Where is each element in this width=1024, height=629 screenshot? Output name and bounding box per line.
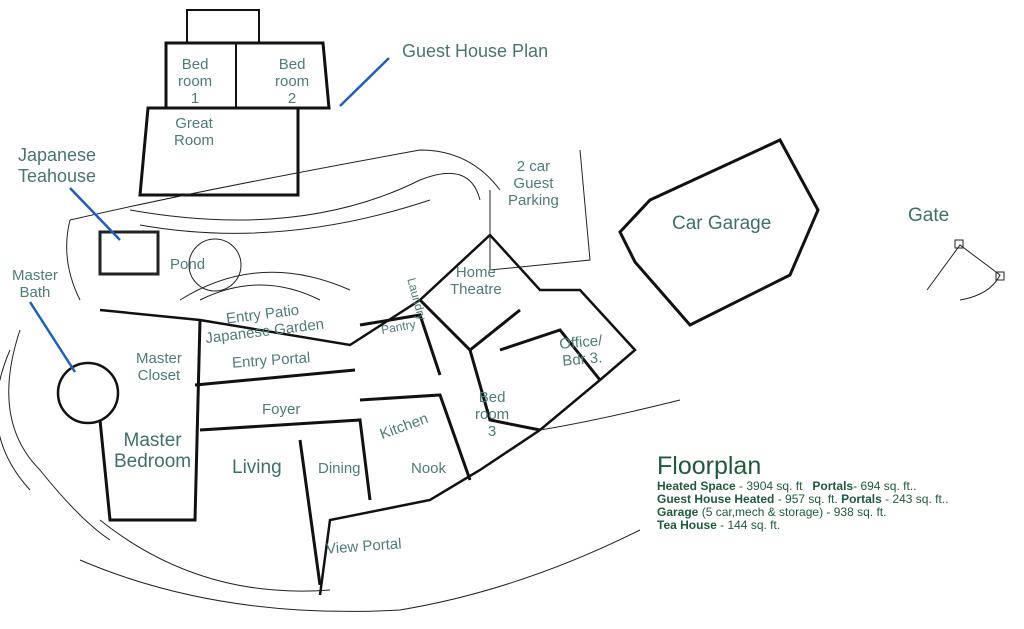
label-line: Bed <box>278 56 306 73</box>
label-line: Master <box>123 430 182 451</box>
legend-key: Guest House Heated <box>657 492 775 506</box>
label-line: Japanese <box>18 145 97 165</box>
label-line: room <box>275 73 310 90</box>
label-line: 2 <box>287 90 297 107</box>
legend-value: - 3904 sq. ft <box>735 479 803 493</box>
label-line: Master <box>136 350 182 367</box>
label-line: 2 car <box>516 158 551 175</box>
living-label: Living <box>232 457 282 478</box>
foyer-label: Foyer <box>262 401 301 418</box>
legend-value: - 957 sq. ft. <box>774 492 842 506</box>
label-line: Bedroom <box>114 451 192 472</box>
label-line: Bdr 3. <box>561 349 603 370</box>
label-line: 3 <box>487 423 497 440</box>
callout-lines <box>28 57 390 373</box>
legend-value: - 144 sq. ft. <box>716 518 781 532</box>
label-line: Bath <box>19 284 51 301</box>
landscape-lines <box>0 149 1005 612</box>
label-line: room <box>475 406 510 423</box>
teahouse-callout-line <box>69 187 121 241</box>
legend-value: (5 car,mech & storage) - 938 sq. ft. <box>698 505 887 519</box>
label-line: Teahouse <box>18 166 97 186</box>
guest-house-callout-line <box>339 57 390 107</box>
legend-key: Garage <box>657 505 699 519</box>
legend-row: Guest House Heated - 957 sq. ft. Portals… <box>657 493 948 506</box>
legend-key: Portals <box>841 492 882 506</box>
label-line: Guest <box>513 175 554 192</box>
legend-row: Garage (5 car,mech & storage) - 938 sq. … <box>657 506 948 519</box>
label-line: Room <box>174 132 215 149</box>
guest-house-plan-callout: Guest House Plan <box>402 41 549 61</box>
legend-key: Heated Space <box>657 479 736 493</box>
legend-row: Heated Space - 3904 sq. ft Portals- 694 … <box>657 480 948 493</box>
nook-label: Nook <box>411 460 447 477</box>
label-line: Closet <box>137 367 181 384</box>
label-line: Bed <box>478 389 506 406</box>
floorplan-legend: Floorplan Heated Space - 3904 sq. ft Por… <box>657 452 948 532</box>
label-line: Theatre <box>450 281 502 298</box>
label-line: room <box>178 73 213 90</box>
legend-key: Tea House <box>657 518 717 532</box>
car-garage-label: Car Garage <box>672 213 772 234</box>
label-line: Parking <box>508 192 559 209</box>
legend-title: Floorplan <box>657 452 762 480</box>
dining-label: Dining <box>318 460 361 477</box>
office-label: Office/Bdr 3. <box>559 332 605 370</box>
label-line: Master <box>12 267 58 284</box>
legend-value: - 694 sq. ft.. <box>853 479 917 493</box>
label-line: Bed <box>181 56 209 73</box>
label-line: Great <box>175 115 213 132</box>
legend-key: Portals <box>812 479 854 493</box>
master-bath-callout-line <box>28 301 77 373</box>
label-line: 1 <box>190 90 200 107</box>
legend-row: Tea House - 144 sq. ft. <box>657 519 948 532</box>
walls <box>56 9 820 596</box>
label-line: Home <box>455 264 496 281</box>
gate-label: Gate <box>908 205 950 226</box>
pond-label: Pond <box>170 256 206 273</box>
legend-value: - 243 sq. ft.. <box>881 492 949 506</box>
